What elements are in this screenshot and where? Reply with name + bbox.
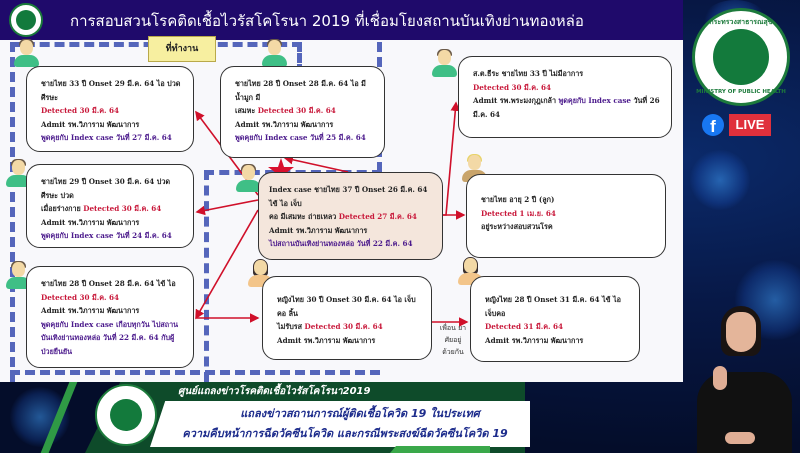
exposure-history: ไปสถานบันเทิงย่านทองหล่อ วันที่ 22 มี.ค.… <box>269 239 413 248</box>
contact-history: พูดคุยกับ Index case วันที่ 25 มี.ค. 64 <box>235 133 366 142</box>
index-case-description: Index case ชายไทย 37 ปี Onset 26 มี.ค. 6… <box>269 185 428 208</box>
facebook-icon: f <box>702 114 724 136</box>
case-description: ส.ต.ธีระ ชายไทย 33 ปี ไม่มีอาการ <box>473 69 584 78</box>
detected-date: Detected 31 มี.ค. 64 <box>485 322 564 331</box>
moph-english-name: MINISTRY OF PUBLIC HEALTH <box>696 89 786 95</box>
news-center-headline: ศูนย์แถลงข่าวโรคติดเชื้อไวรัสโคโรนา2019 <box>178 386 371 397</box>
case-description: ชายไทย 29 ปี Onset 30 มี.ค. 64 ปวดศีรษะ … <box>41 177 171 200</box>
case-description: หญิงไทย 30 ปี Onset 30 มี.ค. 64 ไอ เจ็บค… <box>277 295 416 318</box>
moph-seal-icon: กระทรวงสาธารณสุข MINISTRY OF PUBLIC HEAL… <box>692 8 790 106</box>
slide-title: การสอบสวนโรคติดเชื้อไวรัสโคโรนา 2019 ที่… <box>70 12 584 30</box>
detected-date: Detected 30 มี.ค. 64 <box>257 106 336 115</box>
male-avatar-icon <box>14 39 39 68</box>
case-card: ชายไทย อายุ 2 ปี (ลูก) Detected 1 เม.ย. … <box>466 174 666 258</box>
broadcast-topic-line1: แถลงข่าวสถานการณ์ผู้ติดเชื้อโควิด 19 ในป… <box>240 407 480 420</box>
presentation-slide: การสอบสวนโรคติดเชื้อไวรัสโคโรนา 2019 ที่… <box>0 0 683 382</box>
admit-hospital: Admit รพ.พระมงกุฎเกล้า <box>473 96 559 105</box>
detected-date: Detected 30 มี.ค. 64 <box>83 204 162 213</box>
admit-hospital: Admit รพ.วิภาราม พัฒนาการ <box>41 119 140 129</box>
case-card: ชายไทย 28 ปี Onset 28 มี.ค. 64 ไอ มีน้ำม… <box>220 66 385 158</box>
detected-date: Detected 30 มี.ค. 64 <box>473 82 552 92</box>
contact-history: พูดคุยกับ Index case วันที่ 27 มี.ค. 64 <box>41 133 172 142</box>
slide-header: การสอบสวนโรคติดเชื้อไวรัสโคโรนา 2019 ที่… <box>0 0 683 40</box>
male-avatar-icon <box>6 261 31 290</box>
lower-third-banner: ศูนย์แถลงข่าวโรคติดเชื้อไวรัสโคโรนา2019 … <box>0 382 800 453</box>
case-card: ชายไทย 29 ปี Onset 30 มี.ค. 64 ปวดศีรษะ … <box>26 164 194 248</box>
detected-date: Detected 30 มี.ค. 64 <box>304 322 383 331</box>
relationship-label: เพื่อน ยาศัยอยู่ ด้วยกัน <box>439 324 467 356</box>
contact-history: พูดคุยกับ Index case <box>558 96 631 105</box>
male-avatar-icon <box>262 39 287 68</box>
moph-seal-icon <box>95 384 157 446</box>
case-description-cont: เมื่อยร่างกาย <box>41 204 84 213</box>
contact-history: พูดคุยกับ Index case วันที่ 24 มี.ค. 64 <box>41 231 172 240</box>
index-avatar-icon <box>236 164 261 193</box>
detected-date: Detected 30 มี.ค. 64 <box>41 106 120 115</box>
admit-hospital: Admit รพ.วิภาราม พัฒนาการ <box>41 217 140 227</box>
case-description: ชายไทย 33 ปี Onset 29 มี.ค. 64 ไอ ปวดศีร… <box>41 79 181 102</box>
detected-date: Detected 1 เม.ย. 64 <box>481 208 556 218</box>
case-description: ชายไทย 28 ปี Onset 28 มี.ค. 64 ไอ มีน้ำม… <box>235 79 366 102</box>
moph-thai-name: กระทรวงสาธารณสุข <box>709 18 773 26</box>
case-card: ชายไทย 33 ปี Onset 29 มี.ค. 64 ไอ ปวดศีร… <box>26 66 194 152</box>
case-card: หญิงไทย 30 ปี Onset 30 มี.ค. 64 ไอ เจ็บค… <box>262 276 432 360</box>
admit-hospital: Admit รพ.วิภาราม พัฒนาการ <box>235 119 334 129</box>
case-card: ชายไทย 28 ปี Onset 28 มี.ค. 64 ไข้ ไอ De… <box>26 266 194 368</box>
case-description: ชายไทย 28 ปี Onset 28 มี.ค. 64 ไข้ ไอ <box>41 279 176 288</box>
male-avatar-icon <box>432 49 457 78</box>
admit-hospital: Admit รพ.วิภาราม พัฒนาการ <box>269 225 368 235</box>
index-star-icon <box>268 158 294 182</box>
admit-hospital: Admit รพ.วิภาราม พัฒนาการ <box>41 306 140 315</box>
investigation-status: อยู่ระหว่างสอบสวนโรค <box>481 222 553 231</box>
workplace-group-border <box>10 370 380 382</box>
workplace-tag: ที่ทำงาน <box>148 36 216 62</box>
broadcast-topic-line2: ความคืบหน้าการฉีดวัคซีนโควิด และกรณีพระส… <box>182 427 508 440</box>
case-description: ชายไทย อายุ 2 ปี (ลูก) <box>481 195 555 204</box>
index-case-description-cont: คอ มีเสมหะ ถ่ายเหลว <box>269 212 339 221</box>
index-case-card: Index case ชายไทย 37 ปี Onset 26 มี.ค. 6… <box>258 172 443 260</box>
case-description-cont: เสมหะ <box>235 106 258 115</box>
contact-history: พูดคุยกับ Index case เกือบทุกวัน ไปสถานบ… <box>41 319 179 356</box>
sign-language-interpreter <box>677 300 800 453</box>
contact-date: วันที่ 26 มี.ค. 64 <box>473 96 660 119</box>
case-card: ส.ต.ธีระ ชายไทย 33 ปี ไม่มีอาการ Detecte… <box>458 56 672 138</box>
virus-decoration <box>690 150 750 210</box>
detected-date: Detected 27 มี.ค. 64 <box>338 212 417 221</box>
workplace-group-border <box>200 42 302 74</box>
case-card: หญิงไทย 28 ปี Onset 31 มี.ค. 64 ไข้ ไอ เ… <box>470 276 640 362</box>
admit-hospital: Admit รพ.วิภาราม พัฒนาการ <box>277 335 376 345</box>
male-avatar-icon <box>6 159 31 188</box>
live-badge: LIVE <box>729 114 771 136</box>
case-description-cont: ไม่รับรส <box>277 322 305 331</box>
detected-date: Detected 30 มี.ค. 64 <box>41 292 120 302</box>
admit-hospital: Admit รพ.วิภาราม พัฒนาการ <box>485 335 584 345</box>
case-description: หญิงไทย 28 ปี Onset 31 มี.ค. 64 ไข้ ไอ เ… <box>485 295 621 318</box>
moph-logo-icon <box>9 3 43 37</box>
